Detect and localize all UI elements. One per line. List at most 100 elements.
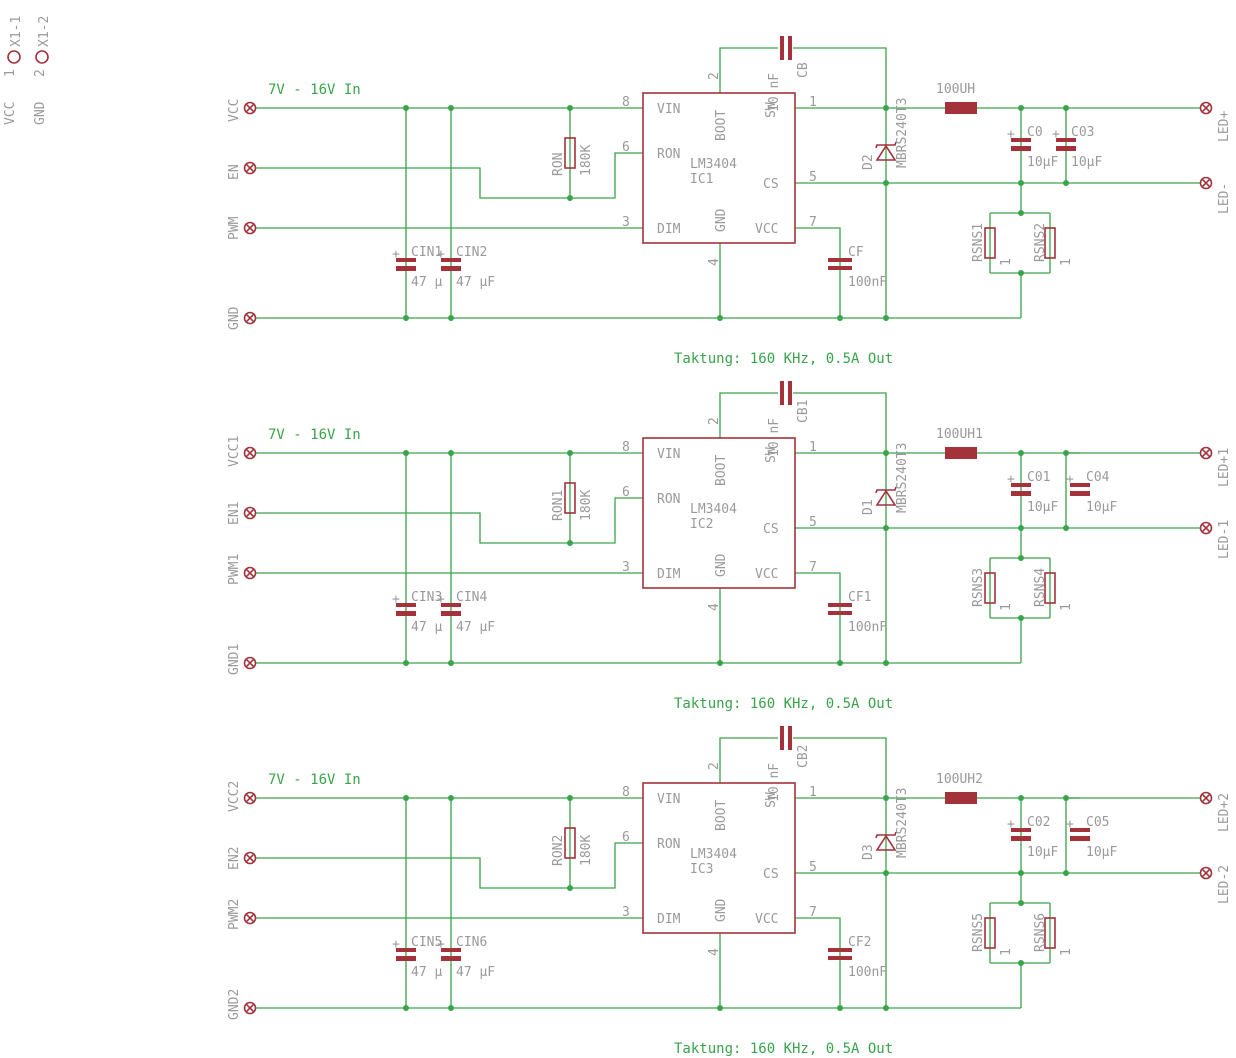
co-a-capacitor: + (1007, 127, 1031, 151)
junction-dot (883, 525, 889, 531)
gnd-label: GND (227, 306, 242, 330)
led-pos-terminal[interactable] (1199, 791, 1213, 805)
svg-text:+: + (437, 592, 445, 607)
pin-sw-label: SW (764, 447, 779, 463)
rsns-b-pin: 1 (1059, 258, 1074, 266)
led-pos-terminal[interactable] (1199, 446, 1213, 460)
rsns-b-name: RSNS2 (1033, 223, 1048, 262)
pin-cs-label: CS (763, 867, 779, 882)
svg-text:+: + (437, 937, 445, 952)
lm3404-ic-body (642, 92, 796, 244)
diode-name: D1 (861, 499, 876, 515)
co-a-capacitor: + (1007, 472, 1031, 496)
led-pos-terminal[interactable] (1199, 101, 1213, 115)
pin-vcc-label: VCC (755, 567, 778, 582)
diode-value: MBRS240T3 (895, 443, 910, 513)
cin-a-capacitor: + (392, 247, 416, 271)
pin-gnd-label: GND (714, 553, 729, 577)
rsns-a-name: RSNS1 (971, 223, 986, 262)
pin-gnd-label: GND (714, 208, 729, 232)
pin-num-sw: 1 (809, 440, 817, 455)
pin-boot-label: BOOT (714, 455, 729, 486)
cin-a-value: 47 µ (411, 965, 442, 980)
led-neg-label: LED-2 (1217, 865, 1232, 904)
cf-value: 100nF (848, 965, 887, 980)
vcc-label: VCC1 (227, 436, 242, 467)
pin-num-ron: 6 (622, 140, 630, 155)
junction-dot (1018, 870, 1024, 876)
ic-name: LM3404 (690, 502, 737, 517)
junction-dot (1018, 615, 1024, 621)
connector-pin2-num: 2 (33, 69, 48, 77)
cf-value: 100nF (848, 620, 887, 635)
en-terminal[interactable] (243, 851, 257, 865)
gnd-terminal[interactable] (243, 1001, 257, 1015)
connector-pin-2 (35, 50, 49, 64)
pin-sw-label: SW (764, 102, 779, 118)
co-b-capacitor: + (1066, 817, 1090, 841)
co-a-value: 10µF (1027, 845, 1058, 860)
cin-b-name: CIN2 (456, 245, 487, 260)
en-terminal[interactable] (243, 161, 257, 175)
rsns-b-resistor (1044, 572, 1056, 604)
junction-dot (837, 315, 843, 321)
cin-b-name: CIN4 (456, 590, 487, 605)
inductor (945, 792, 977, 804)
cb-name: CB2 (796, 745, 811, 768)
pin-num-boot: 2 (707, 417, 722, 425)
switching-note: Taktung: 160 KHz, 0.5A Out (674, 696, 893, 712)
svg-text:+: + (437, 247, 445, 262)
pwm-terminal[interactable] (243, 221, 257, 235)
junction-dot (1018, 795, 1024, 801)
pin-num-ron: 6 (622, 485, 630, 500)
pin-num-gnd: 4 (707, 258, 722, 266)
pwm-label: PWM1 (227, 554, 242, 585)
junction-dot (1063, 525, 1069, 531)
header-connector: VCC 1 X1-1 GND 2 X1-2 (3, 16, 52, 125)
svg-text:+: + (392, 592, 400, 607)
switching-note: Taktung: 160 KHz, 0.5A Out (674, 1041, 893, 1057)
svg-text:+: + (1066, 472, 1074, 487)
cf-value: 100nF (848, 275, 887, 290)
junction-dot (1018, 960, 1024, 966)
ron-name: RON2 (551, 835, 566, 866)
cin-b-capacitor: + (437, 592, 461, 616)
schottky-diode (875, 141, 897, 161)
vcc-terminal[interactable] (243, 791, 257, 805)
connector-pin2-label: GND (33, 101, 48, 125)
diode-name: D2 (861, 154, 876, 170)
junction-dot (883, 795, 889, 801)
pin-sw-label: SW (764, 792, 779, 808)
pin-vin-label: VIN (657, 102, 680, 117)
pwm-terminal[interactable] (243, 566, 257, 580)
en-terminal[interactable] (243, 506, 257, 520)
pwm-label: PWM (227, 216, 242, 240)
rsns-b-resistor (1044, 917, 1056, 949)
rsns-a-pin: 1 (999, 948, 1014, 956)
led-neg-terminal[interactable] (1199, 866, 1213, 880)
ron-value: 180K (579, 145, 594, 176)
led-neg-terminal[interactable] (1199, 521, 1213, 535)
vcc-terminal[interactable] (243, 101, 257, 115)
gnd-terminal[interactable] (243, 311, 257, 325)
cb-net (793, 737, 887, 1008)
schottky-diode (875, 486, 897, 506)
cin-a-name: CIN3 (411, 590, 442, 605)
pin-num-vcc: 7 (809, 905, 817, 920)
junction-dot (567, 105, 573, 111)
en-net (256, 842, 643, 889)
cin-b-name: CIN6 (456, 935, 487, 950)
vcc-terminal[interactable] (243, 446, 257, 460)
pwm-terminal[interactable] (243, 911, 257, 925)
pin-num-vcc: 7 (809, 560, 817, 575)
co-b-value: 10µF (1086, 845, 1117, 860)
cb-net (793, 47, 887, 318)
gnd-label: GND2 (227, 989, 242, 1020)
cb-capacitor (780, 381, 792, 405)
junction-dot (567, 195, 573, 201)
junction-dot (403, 105, 409, 111)
led-neg-terminal[interactable] (1199, 176, 1213, 190)
cf-capacitor (828, 603, 852, 615)
pin-num-dim: 3 (622, 560, 630, 575)
gnd-terminal[interactable] (243, 656, 257, 670)
